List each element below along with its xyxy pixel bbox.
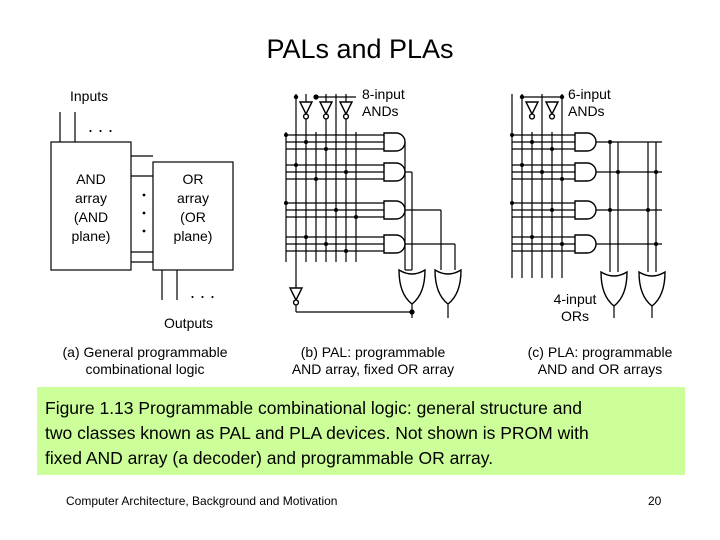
and-gate: [574, 234, 597, 254]
inputs-label: Inputs: [70, 88, 109, 104]
inverter: [318, 101, 334, 116]
connection-dot: [344, 170, 348, 174]
connection-dot: [608, 140, 612, 144]
connection-dot: [654, 170, 658, 174]
connection-dot: [324, 147, 328, 151]
connection-dot: [559, 94, 565, 100]
connection-dot: [293, 94, 299, 100]
or-gate: [434, 268, 462, 305]
inverter-bubble: [342, 113, 350, 120]
inverter: [298, 101, 314, 116]
connection-dot: [520, 163, 524, 167]
inverter: [544, 101, 560, 116]
inverter-bubble: [548, 113, 556, 120]
panel-b-pal-diagram: [284, 94, 462, 318]
connection-dot: [530, 235, 534, 239]
figure-caption-box: Figure 1.13 Programmable combinational l…: [37, 387, 685, 475]
figure-caption-line: two classes known as PAL and PLA devices…: [45, 423, 589, 443]
connection-dot: [519, 94, 525, 100]
connection-dot: [550, 208, 554, 212]
connection-dot: [284, 201, 288, 205]
panel-c-pla-diagram: [510, 94, 666, 318]
or-gate: [398, 268, 426, 305]
connection-dot: [334, 208, 338, 212]
inverter: [524, 101, 540, 116]
connection-dot: [324, 242, 328, 246]
connection-dot: [530, 140, 534, 144]
connection-dot: [510, 201, 514, 205]
connection-dot: [344, 249, 348, 253]
connection-dot: [304, 235, 308, 239]
or-array-box: [152, 161, 234, 271]
inverter: [338, 101, 354, 116]
connection-dot: [294, 163, 298, 167]
connection-dot: [304, 140, 308, 144]
connection-dot: [540, 170, 544, 174]
figure-caption-line: fixed AND array (a decoder) and programm…: [45, 448, 494, 468]
or-gate: [600, 270, 628, 307]
svg-text:. . .: . . .: [190, 282, 215, 302]
connection-dot: [608, 208, 612, 212]
pal-pla-diagram: . . . . . .: [50, 94, 666, 318]
and-gate: [383, 132, 406, 152]
inverter-bubble: [322, 113, 330, 120]
and-array-box: [50, 141, 132, 271]
figure-caption-line: Figure 1.13 Programmable combinational l…: [45, 398, 582, 418]
inverter-bubble: [302, 113, 310, 120]
inverter-bubble: [528, 113, 536, 120]
and-gate: [383, 200, 406, 220]
inverter: [288, 287, 304, 302]
panel-a-diagram: . . . . . .: [50, 112, 234, 302]
svg-text:. . .: . . .: [88, 116, 113, 136]
connection-dot: [616, 170, 620, 174]
connection-dot: [354, 215, 358, 219]
inverter-bubble: [292, 299, 300, 306]
connection-dot: [314, 177, 318, 181]
footer-text: Computer Architecture, Background and Mo…: [66, 494, 338, 508]
and-gate: [574, 162, 597, 182]
page-number: 20: [648, 494, 662, 508]
connection-dot: [646, 208, 650, 212]
connection-dot: [550, 147, 554, 151]
connection-dot: [510, 133, 514, 137]
or-gate: [638, 270, 666, 307]
connection-dot: [313, 94, 319, 100]
connection-dot: [654, 242, 658, 246]
connection-dot: [284, 133, 288, 137]
outputs-label: Outputs: [164, 315, 214, 331]
and-gate: [383, 234, 406, 254]
connection-dot: [560, 177, 564, 181]
and-gate: [574, 200, 597, 220]
slide-title: PALs and PLAs: [266, 34, 454, 64]
and-gate: [574, 132, 597, 152]
connection-dot: [560, 242, 564, 246]
and-gate: [383, 162, 406, 182]
